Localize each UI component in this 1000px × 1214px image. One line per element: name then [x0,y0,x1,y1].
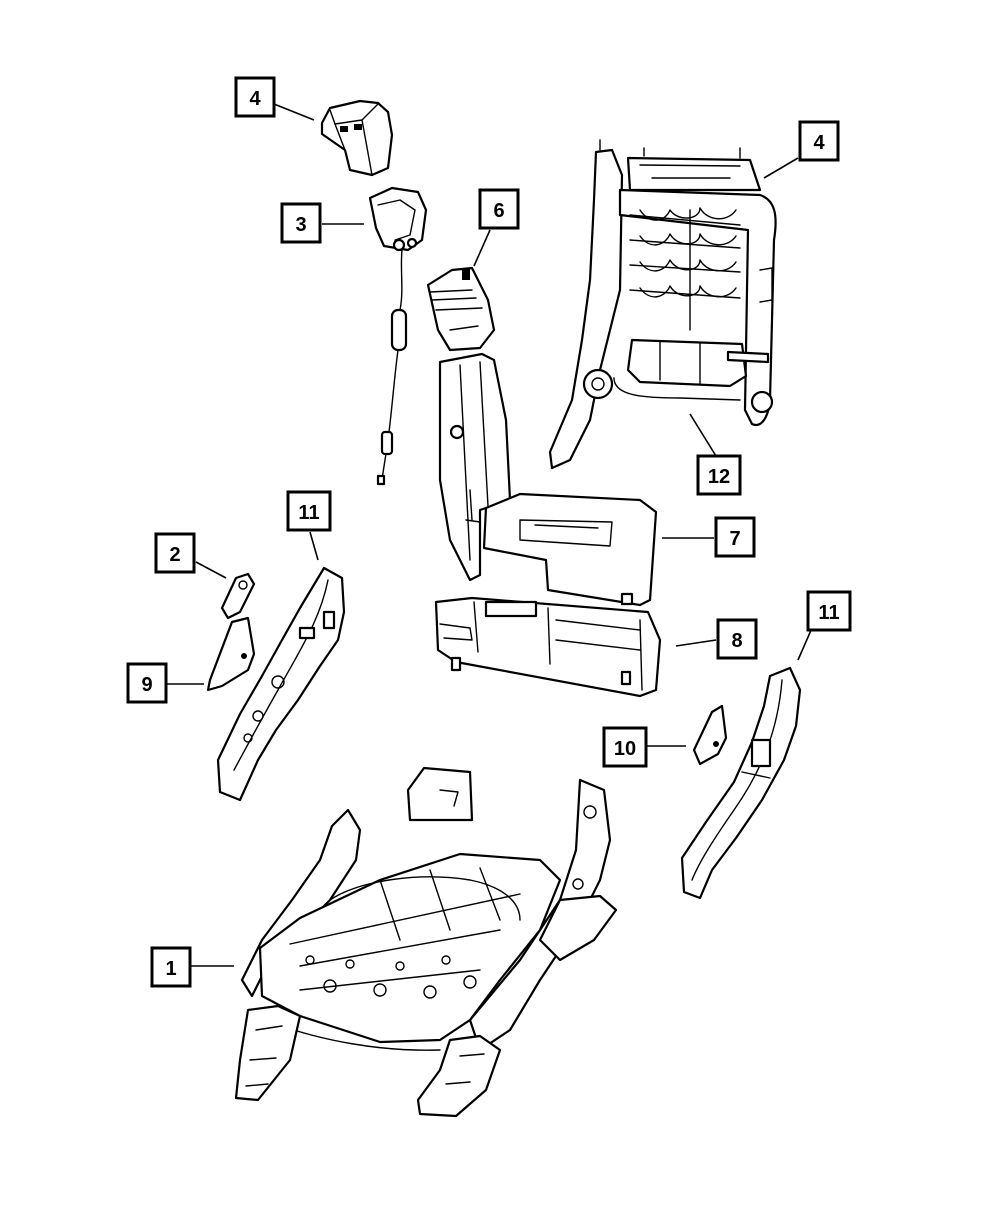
callout-10: 10 [602,726,648,768]
callout-12: 12 [696,454,742,496]
part-front-trim-panel[interactable] [434,596,662,698]
callout-5: 4 [234,76,276,118]
callout-7: 7 [714,516,756,558]
callout-8: 8 [716,618,758,660]
callout-label: 11 [298,502,319,524]
callout-4: 4 [798,120,840,162]
leader-2 [195,561,227,579]
part-lever-clip[interactable] [220,572,256,620]
leader-4 [763,157,799,179]
callout-label: 3 [295,214,306,236]
leader-11a [309,531,319,561]
callout-label: 4 [813,132,825,154]
callout-label: 8 [731,630,742,652]
part-headrest-cover[interactable] [320,99,394,177]
callout-label: 7 [729,528,740,550]
leader-8 [675,639,717,647]
callout-label: 9 [141,674,152,696]
part-seat-back-lower-panel[interactable] [482,492,658,607]
callout-2: 2 [154,532,196,574]
leader-6 [473,229,491,267]
part-upper-shield-bracket[interactable] [426,266,496,352]
callout-label: 1 [165,958,176,980]
part-side-shield-right[interactable] [680,666,802,900]
callout-label: 10 [614,738,636,760]
part-inner-shield-panel[interactable] [438,352,512,582]
callout-label: 12 [708,466,730,488]
part-recliner-handle-cable[interactable] [368,186,428,486]
callout-1: 1 [150,946,192,988]
part-bezel-left[interactable] [206,616,256,692]
part-side-shield-left[interactable] [216,566,346,802]
callout-9: 9 [126,662,168,704]
callout-label: 2 [169,544,180,566]
callout-3: 3 [280,202,322,244]
callout-label: 6 [493,200,504,222]
leader-5 [273,103,315,121]
callout-label: 4 [249,88,261,110]
leader-lines [166,103,813,967]
callout-11-right: 11 [806,590,852,632]
callout-label: 11 [818,602,839,624]
leader-12 [689,413,717,457]
callout-11-left: 11 [286,490,332,532]
part-seat-cushion-frame[interactable] [234,766,618,1118]
callout-6: 6 [478,188,520,230]
part-seat-back-frame[interactable] [548,139,777,470]
part-bezel-right[interactable] [692,704,728,766]
leader-11b [797,627,813,661]
